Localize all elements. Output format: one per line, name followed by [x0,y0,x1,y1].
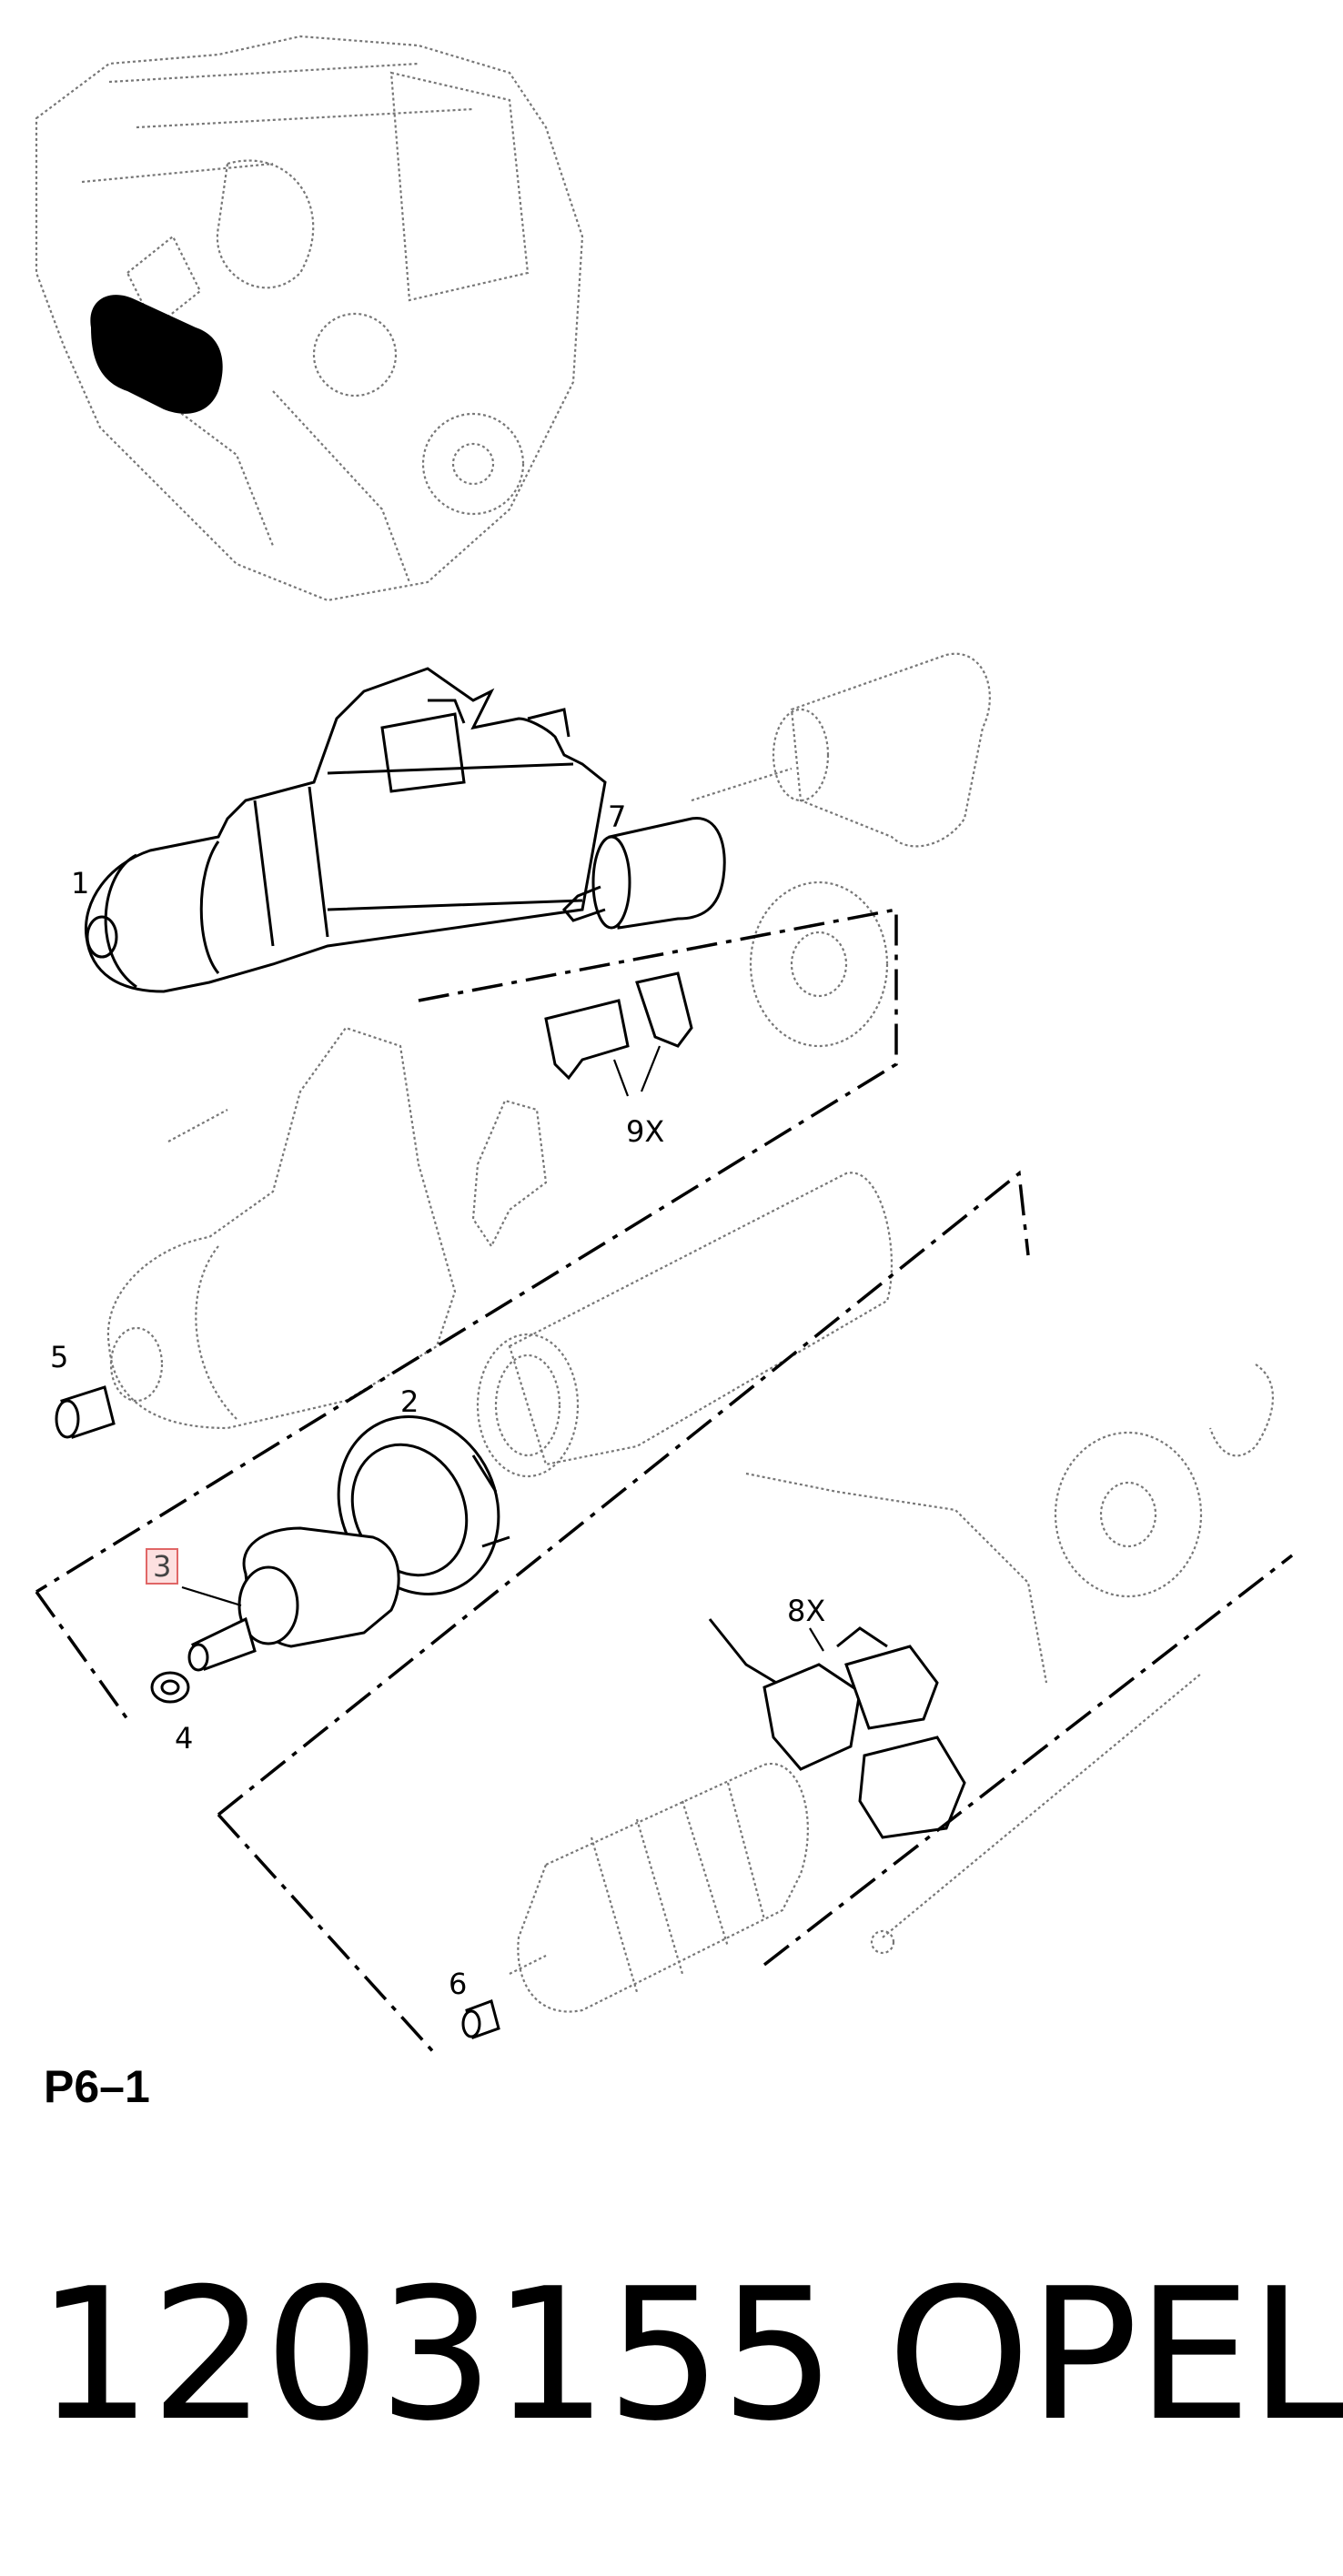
callout-2: 2 [400,1384,419,1419]
callout-5: 5 [50,1340,69,1374]
part-number: 1203155 [36,2249,836,2461]
callout-4: 4 [175,1721,194,1756]
armature-ghost [509,1673,1202,2013]
callout-9x: 9X [626,1114,665,1149]
pinion-drive-part [181,1526,400,1672]
callout-1: 1 [71,866,90,901]
bushing-rear-part [461,1999,500,2039]
starter-location-silhouette [90,295,223,414]
callout-7: 7 [608,800,627,834]
engine-overview-illustration [35,35,584,602]
callout-6: 6 [449,1967,468,2001]
bushing-front-part [55,1385,116,1439]
exploded-view-frame [35,907,1294,2058]
solenoid-ghost [691,652,991,848]
drive-end-housing-ghost [106,1026,457,1430]
callout-8x: 8X [787,1594,826,1628]
stop-ring-part [150,1671,190,1704]
field-yoke-ghost [476,1172,894,1478]
callout-3-highlighted: 3 [146,1548,179,1585]
solenoid-plunger-part [561,817,726,930]
commutator-end-ghost [745,1363,1275,1684]
terminal-kit-part [544,971,693,1097]
brush-holder-part [708,1618,966,1839]
starter-motor-assembled [84,667,607,993]
fork-lever-ghost [167,880,889,1249]
plate-label: P6–1 [44,2061,150,2112]
brand-name: OPEL [887,2249,1343,2461]
